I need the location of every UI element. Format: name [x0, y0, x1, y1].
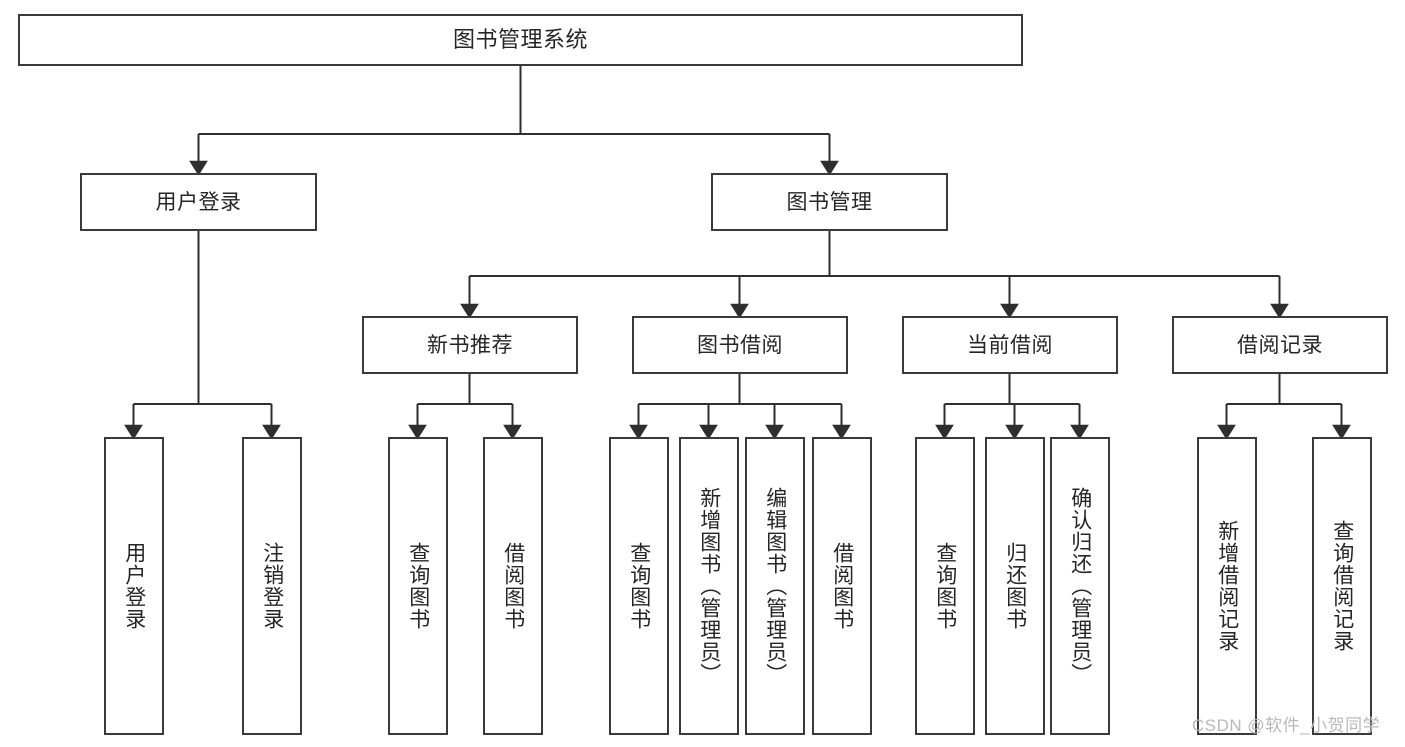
- leaf-add-borrow-record[interactable]: 新增借阅记录: [1197, 437, 1257, 735]
- node-borrow-record-label: 借阅记录: [1237, 333, 1323, 357]
- leaf-logout-label: 注销登录: [260, 542, 284, 630]
- leaf-borrow-books-label: 借阅图书: [830, 542, 854, 630]
- leaf-query-books-recommend[interactable]: 查询图书: [388, 437, 448, 735]
- node-current-borrow[interactable]: 当前借阅: [902, 316, 1118, 374]
- leaf-query-borrow-record[interactable]: 查询借阅记录: [1312, 437, 1372, 735]
- node-book-borrow-label: 图书借阅: [697, 333, 783, 357]
- leaf-logout[interactable]: 注销登录: [242, 437, 302, 735]
- leaf-return-books-label: 归还图书: [1003, 542, 1027, 630]
- leaf-query-books-borrow-label: 查询图书: [627, 542, 651, 630]
- node-new-book-recommend[interactable]: 新书推荐: [362, 316, 578, 374]
- leaf-add-book-admin-label: 新增图书（管理员）: [697, 487, 721, 685]
- leaf-edit-book-admin-label: 编辑图书（管理员）: [763, 487, 787, 685]
- node-borrow-record[interactable]: 借阅记录: [1172, 316, 1388, 374]
- leaf-query-books-recommend-label: 查询图书: [406, 542, 430, 630]
- leaf-borrow-books[interactable]: 借阅图书: [812, 437, 872, 735]
- node-root[interactable]: 图书管理系统: [18, 14, 1023, 66]
- leaf-user-login-label: 用户登录: [122, 542, 146, 630]
- leaf-return-books[interactable]: 归还图书: [985, 437, 1045, 735]
- leaf-borrow-books-recommend[interactable]: 借阅图书: [483, 437, 543, 735]
- leaf-add-book-admin[interactable]: 新增图书（管理员）: [679, 437, 739, 735]
- node-user-login-label: 用户登录: [155, 190, 242, 214]
- leaf-query-borrow-record-label: 查询借阅记录: [1330, 520, 1354, 652]
- leaf-user-login[interactable]: 用户登录: [104, 437, 164, 735]
- watermark: CSDN @软件_小贺同学: [1192, 716, 1381, 735]
- node-root-label: 图书管理系统: [452, 27, 588, 52]
- node-book-management[interactable]: 图书管理: [711, 173, 948, 231]
- node-user-login[interactable]: 用户登录: [80, 173, 317, 231]
- leaf-confirm-return-admin[interactable]: 确认归还（管理员）: [1050, 437, 1110, 735]
- leaf-add-borrow-record-label: 新增借阅记录: [1215, 520, 1239, 652]
- leaf-query-books-current-label: 查询图书: [933, 542, 957, 630]
- leaf-query-books-current[interactable]: 查询图书: [915, 437, 975, 735]
- node-book-management-label: 图书管理: [786, 190, 873, 214]
- leaf-confirm-return-admin-label: 确认归还（管理员）: [1068, 487, 1092, 685]
- leaf-query-books-borrow[interactable]: 查询图书: [609, 437, 669, 735]
- leaf-edit-book-admin[interactable]: 编辑图书（管理员）: [745, 437, 805, 735]
- node-new-book-recommend-label: 新书推荐: [427, 333, 513, 357]
- node-current-borrow-label: 当前借阅: [967, 333, 1053, 357]
- node-book-borrow[interactable]: 图书借阅: [632, 316, 848, 374]
- leaf-borrow-books-recommend-label: 借阅图书: [501, 542, 525, 630]
